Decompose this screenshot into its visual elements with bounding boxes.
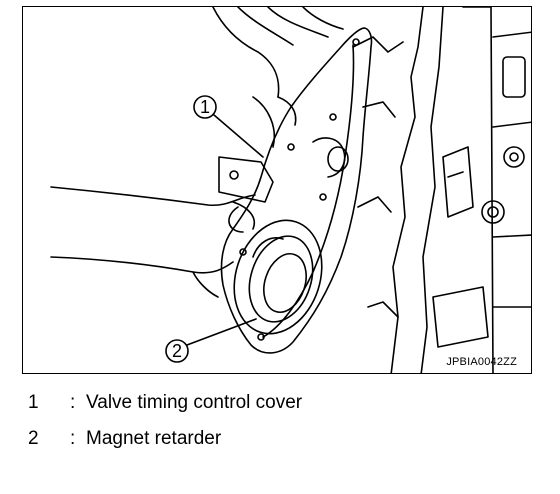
legend: 1 : Valve timing control cover 2 : Magne… <box>28 392 528 464</box>
legend-item-label: Valve timing control cover <box>86 392 303 413</box>
figure-frame: 1 2 JPBIA0042ZZ <box>22 6 532 374</box>
upper-hand <box>212 7 344 148</box>
engine-block <box>352 7 531 373</box>
callout-1-number: 1 <box>200 97 210 117</box>
valve-timing-control-cover <box>218 27 373 354</box>
lower-hand <box>50 186 256 298</box>
magnet-retarder <box>233 219 323 335</box>
legend-item-number: 2 <box>28 428 39 449</box>
legend-item: 1 : Valve timing control cover <box>28 392 528 428</box>
callout-2: 2 <box>165 318 257 363</box>
callout-1: 1 <box>193 95 264 158</box>
legend-separator: : <box>70 392 76 413</box>
legend-item-number: 1 <box>28 392 39 413</box>
callout-2-number: 2 <box>172 341 182 361</box>
legend-item-label: Magnet retarder <box>86 428 222 449</box>
legend-separator: : <box>70 428 76 449</box>
legend-item: 2 : Magnet retarder <box>28 428 528 464</box>
illustration: 1 2 <box>50 7 531 373</box>
figure-code: JPBIA0042ZZ <box>446 356 517 368</box>
